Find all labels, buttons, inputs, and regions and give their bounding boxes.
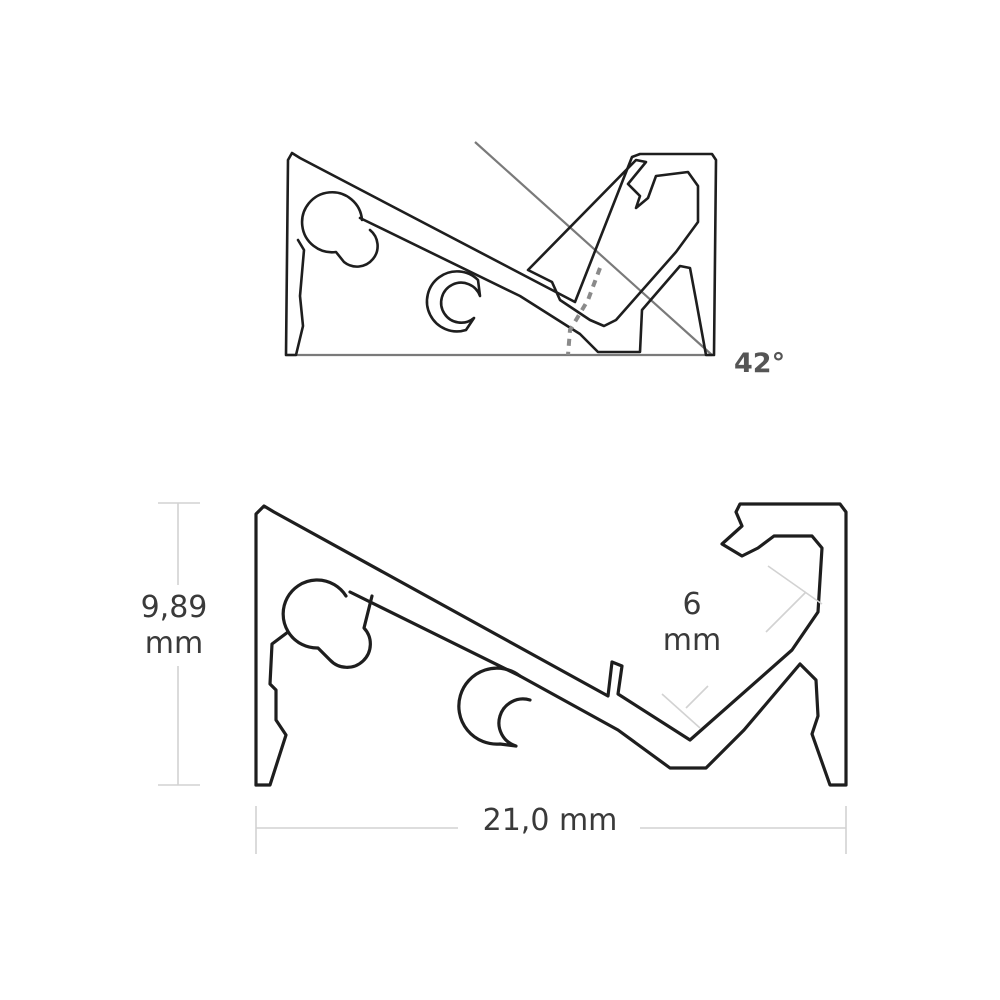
inner-dim-line-lower: [685, 685, 709, 709]
width-dim-label: 21,0 mm: [483, 803, 618, 838]
inner-dim-unit: mm: [663, 623, 721, 658]
angled-view: 42°: [284, 141, 785, 379]
dimensioned-left-wall: [254, 630, 290, 787]
angled-dashed-guide: [566, 267, 602, 356]
inner-dim-value: 6: [682, 587, 701, 622]
angled-diffuser-rail: [526, 158, 700, 328]
dimensioned-left-groove: [281, 578, 374, 669]
height-dim-value: 9,89: [141, 590, 208, 625]
height-dim-unit: mm: [145, 626, 203, 661]
dimensioned-view: 9,89 mm 21,0 mm 6 mm: [141, 502, 848, 854]
dimensioned-profile-outline: [254, 502, 848, 787]
angled-profile-outline: [284, 151, 718, 357]
inner-dim-line-upper: [765, 591, 807, 633]
angle-label: 42°: [734, 348, 785, 379]
angle-ray-line: [474, 141, 713, 356]
angled-left-groove: [300, 190, 379, 268]
angled-middle-groove: [425, 270, 482, 333]
inner-dim-tick-lower: [661, 693, 701, 729]
dimensioned-middle-groove: [457, 666, 532, 748]
inner-dim-tick-upper: [767, 565, 823, 605]
